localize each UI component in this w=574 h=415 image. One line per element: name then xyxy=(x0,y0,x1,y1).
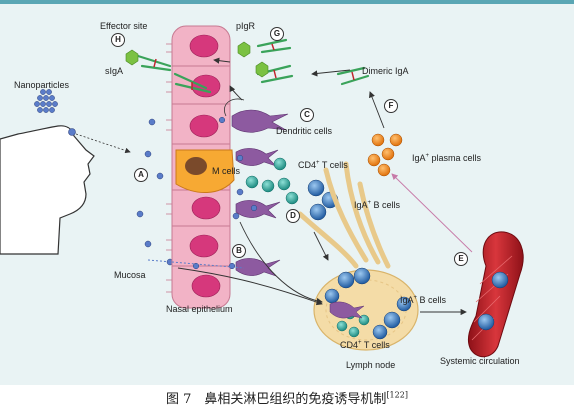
iga-b-cells-node-label: IgA+ B cells xyxy=(400,295,447,305)
dendritic-cells-label: Dendritic cells xyxy=(276,126,333,136)
antibody-group xyxy=(136,38,370,94)
dimeric-iga-label: Dimeric IgA xyxy=(362,66,409,76)
pigr-label: pIgR xyxy=(236,21,256,31)
lymph-node-label: Lymph node xyxy=(346,360,396,370)
cd4-t-cells-label: CD4+ T cells xyxy=(298,160,348,170)
dendritic-cells xyxy=(231,109,289,277)
mucosa-line xyxy=(147,259,245,269)
immune-diagram xyxy=(0,25,524,358)
iga-plasma-cells xyxy=(367,133,403,177)
cd4-t-cells-upper xyxy=(245,157,299,205)
step-a-marker: A xyxy=(134,168,148,182)
m-cell xyxy=(175,149,235,194)
lymphatic-vessels xyxy=(297,161,391,269)
figure-caption: 图 7 鼻相关淋巴组织的免疫诱导机制[122] xyxy=(166,390,408,407)
iga-b-cells-upper xyxy=(307,179,339,221)
lymph-node-dendritic xyxy=(329,301,365,319)
nanoparticles-label: Nanoparticles xyxy=(14,80,70,90)
nanoparticle-cluster xyxy=(34,89,58,113)
nasal-epithelium-label: Nasal epithelium xyxy=(166,304,233,314)
figure-panel: Effector site pIgR sIgA Dimeric IgA Nano… xyxy=(0,0,574,385)
iga-b-cells-label: IgA+ B cells xyxy=(354,200,401,210)
pathway-arrows xyxy=(177,57,467,316)
step-d-marker: D xyxy=(286,209,300,223)
pigr-hexagons xyxy=(125,41,269,78)
free-antigens xyxy=(136,118,244,266)
step-b-marker: B xyxy=(232,244,246,258)
effector-site-label: Effector site xyxy=(100,21,148,31)
head-silhouette xyxy=(0,125,95,255)
iga-plasma-cells-label: IgA+ plasma cells xyxy=(412,153,482,163)
antibody-joins xyxy=(153,43,355,90)
cd4-t-cells-node-label: CD4+ T cells xyxy=(340,340,390,350)
step-g-marker: G xyxy=(270,27,284,41)
blood-vessel xyxy=(467,231,524,358)
systemic-circulation-label: Systemic circulation xyxy=(440,356,520,366)
step-f-marker: F xyxy=(384,99,398,113)
lymph-node-b-cells xyxy=(324,267,412,340)
step-h-marker: H xyxy=(111,33,125,47)
mucosa-label: Mucosa xyxy=(114,270,146,280)
step-e-marker: E xyxy=(454,252,468,266)
siga-label: sIgA xyxy=(105,66,124,76)
step-c-marker: C xyxy=(300,108,314,122)
circulation-arrow xyxy=(391,173,473,253)
m-cells-label: M cells xyxy=(212,166,241,176)
